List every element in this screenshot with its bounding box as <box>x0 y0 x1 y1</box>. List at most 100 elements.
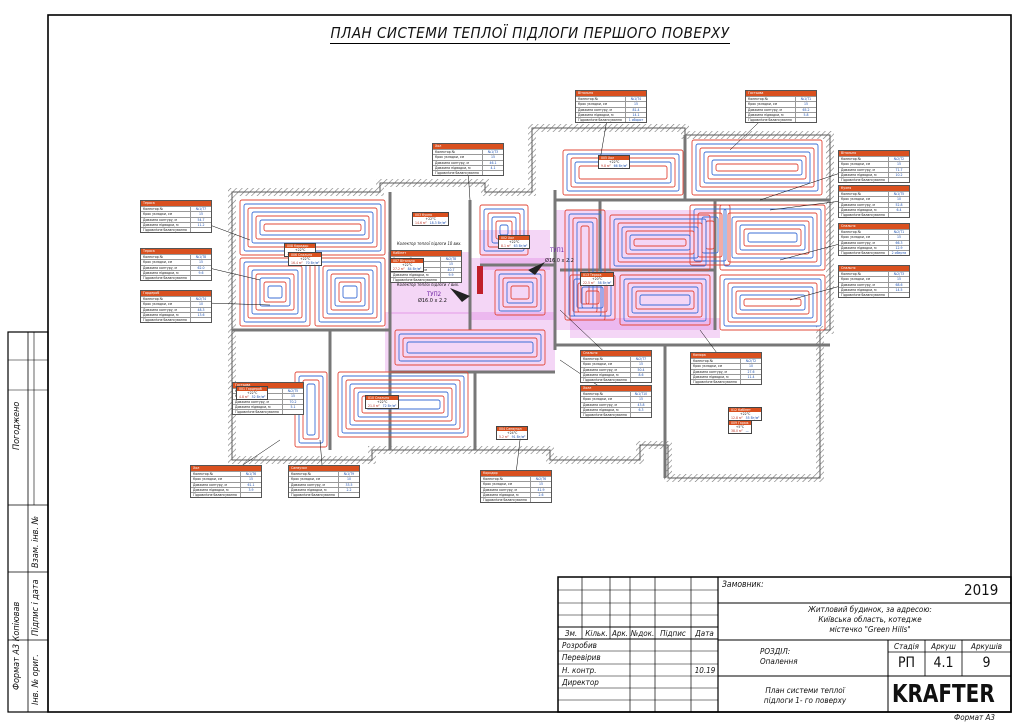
loop-info-row: Гідравлічне балансування <box>289 492 359 498</box>
loop-info-value <box>530 498 551 503</box>
loop-info-row: Гідравлічне балансування <box>433 170 503 176</box>
loop-pipe <box>723 278 822 327</box>
loop-info-key: Довжина контуру, м <box>748 107 782 112</box>
loop-pipe <box>739 224 806 251</box>
loop-pipe <box>707 155 807 180</box>
loop-info-value: 5.8 <box>795 112 816 118</box>
room-tag-name: 005 Хол <box>599 156 630 160</box>
loop-info-value <box>190 318 211 323</box>
loop-pipe <box>247 265 303 319</box>
tb-customer-label: Замовник: <box>722 580 764 590</box>
loop-info-value: 41.9 <box>530 487 551 492</box>
loop-pipe <box>338 281 362 303</box>
tb-drawing-name-2: підлоги 1- го поверху <box>763 696 847 705</box>
loop-pipe <box>623 278 707 322</box>
loop-info-key: Гідравлічне балансування <box>143 276 187 281</box>
loop-info-key: Крок укладки, см <box>578 102 608 107</box>
tb-section-value: Опалення <box>760 657 798 666</box>
room-tag-area: 21.0 м² <box>368 404 380 408</box>
loop-pipe <box>330 273 370 311</box>
loop-info-key: Гідравлічне балансування <box>483 498 527 503</box>
loop-info-key: Крок укладки, см <box>193 477 223 482</box>
room-tag-area: 16.4 м² <box>291 261 303 265</box>
room-tag-area: 12.8 м² <box>731 416 743 420</box>
loop-pipe <box>619 274 711 326</box>
loop-pipe <box>739 294 806 311</box>
heating-loop <box>239 257 311 327</box>
loop-info-value: №1/Т9 <box>338 472 359 477</box>
loop-info-key: Гідравлічне балансування <box>841 178 885 183</box>
tb-sheets-label: Аркушів <box>971 642 1002 651</box>
loop-pipe <box>691 139 823 196</box>
loop-pipe <box>498 273 542 312</box>
riser-arrow-icon <box>528 262 545 275</box>
loop-info-key: Колектор № <box>841 272 862 276</box>
loop-info-key: Довжина контуру, м <box>841 240 875 245</box>
loop-info-value: 5.1 <box>282 404 303 410</box>
loop-info-value: 66.3 <box>888 240 909 245</box>
loop-pipe <box>743 228 802 247</box>
heating-loop <box>562 149 684 196</box>
loop-info-value <box>888 293 909 298</box>
loop-info-value: 40.7 <box>440 267 461 272</box>
loop-info-value <box>740 380 761 385</box>
loop-info-value: №2/Т3 <box>888 272 909 277</box>
loop-info-key: Довжина підводки, м <box>583 372 619 377</box>
tb-object-line2: Київська область, котедже <box>818 615 922 624</box>
loop-info-row: Гідравлічне балансування <box>839 292 909 298</box>
loop-info-value: 15 <box>888 277 909 282</box>
loop-info-value: 65.2 <box>795 107 816 112</box>
loop-info-value: 62.0 <box>190 265 211 270</box>
heating-loop <box>479 204 529 256</box>
heating-loop <box>609 214 711 271</box>
loop-info-key: Гідравлічне балансування <box>748 118 792 123</box>
loop-info-key: Гідравлічне балансування <box>235 410 279 415</box>
loop-info-key: Довжина підводки, м <box>841 172 877 177</box>
room-tag-name: 006 Спальня <box>289 253 322 257</box>
loop-info-key: Довжина контуру, м <box>235 399 269 404</box>
pipe-label-2: Ø16.0 x 2.2 <box>418 298 447 304</box>
room-tag-power: 55 Вт/м² <box>745 416 760 420</box>
loop-pipe <box>743 298 802 307</box>
loop-info-key: Гідравлічне балансування <box>578 118 622 123</box>
loop-info-row: Довжина підводки, м 5.1 <box>233 403 303 410</box>
loop-info-key: Гідравлічне балансування <box>193 493 237 498</box>
tb-drawing-name-1: План системи теплої <box>765 686 845 695</box>
loop-info-key: Колектор № <box>693 359 714 363</box>
loop-info-key: Довжина підводки, м <box>235 404 271 409</box>
loop-info-value <box>282 410 303 415</box>
room-tag-temp: +22°C <box>508 240 520 244</box>
room-tag-power: — <box>745 429 749 433</box>
loop-info-row: Гідравлічне балансування <box>581 412 651 418</box>
loop-info-value: 54.7 <box>190 217 211 222</box>
room-tag-temp: +22°C <box>246 391 258 395</box>
loop-info-row: Гідравлічне балансування <box>141 275 211 281</box>
loop-info-title: Санвузол <box>289 466 359 471</box>
loop-info-value: 15 <box>625 102 646 107</box>
loop-pipe <box>562 149 684 196</box>
manifold-icon <box>477 266 483 294</box>
loop-info-key: Довжина підводки, м <box>435 165 471 170</box>
tb-col-zm: Зм. <box>564 629 578 638</box>
loop-info-value: 50.4 <box>630 367 651 372</box>
loop-info-value <box>888 213 909 218</box>
loop-info-key: Колектор № <box>193 472 214 476</box>
loop-info-title: Холл <box>581 386 651 391</box>
loop-info-key: Гідравлічне балансування <box>143 228 187 233</box>
loop-pipe <box>627 282 703 318</box>
